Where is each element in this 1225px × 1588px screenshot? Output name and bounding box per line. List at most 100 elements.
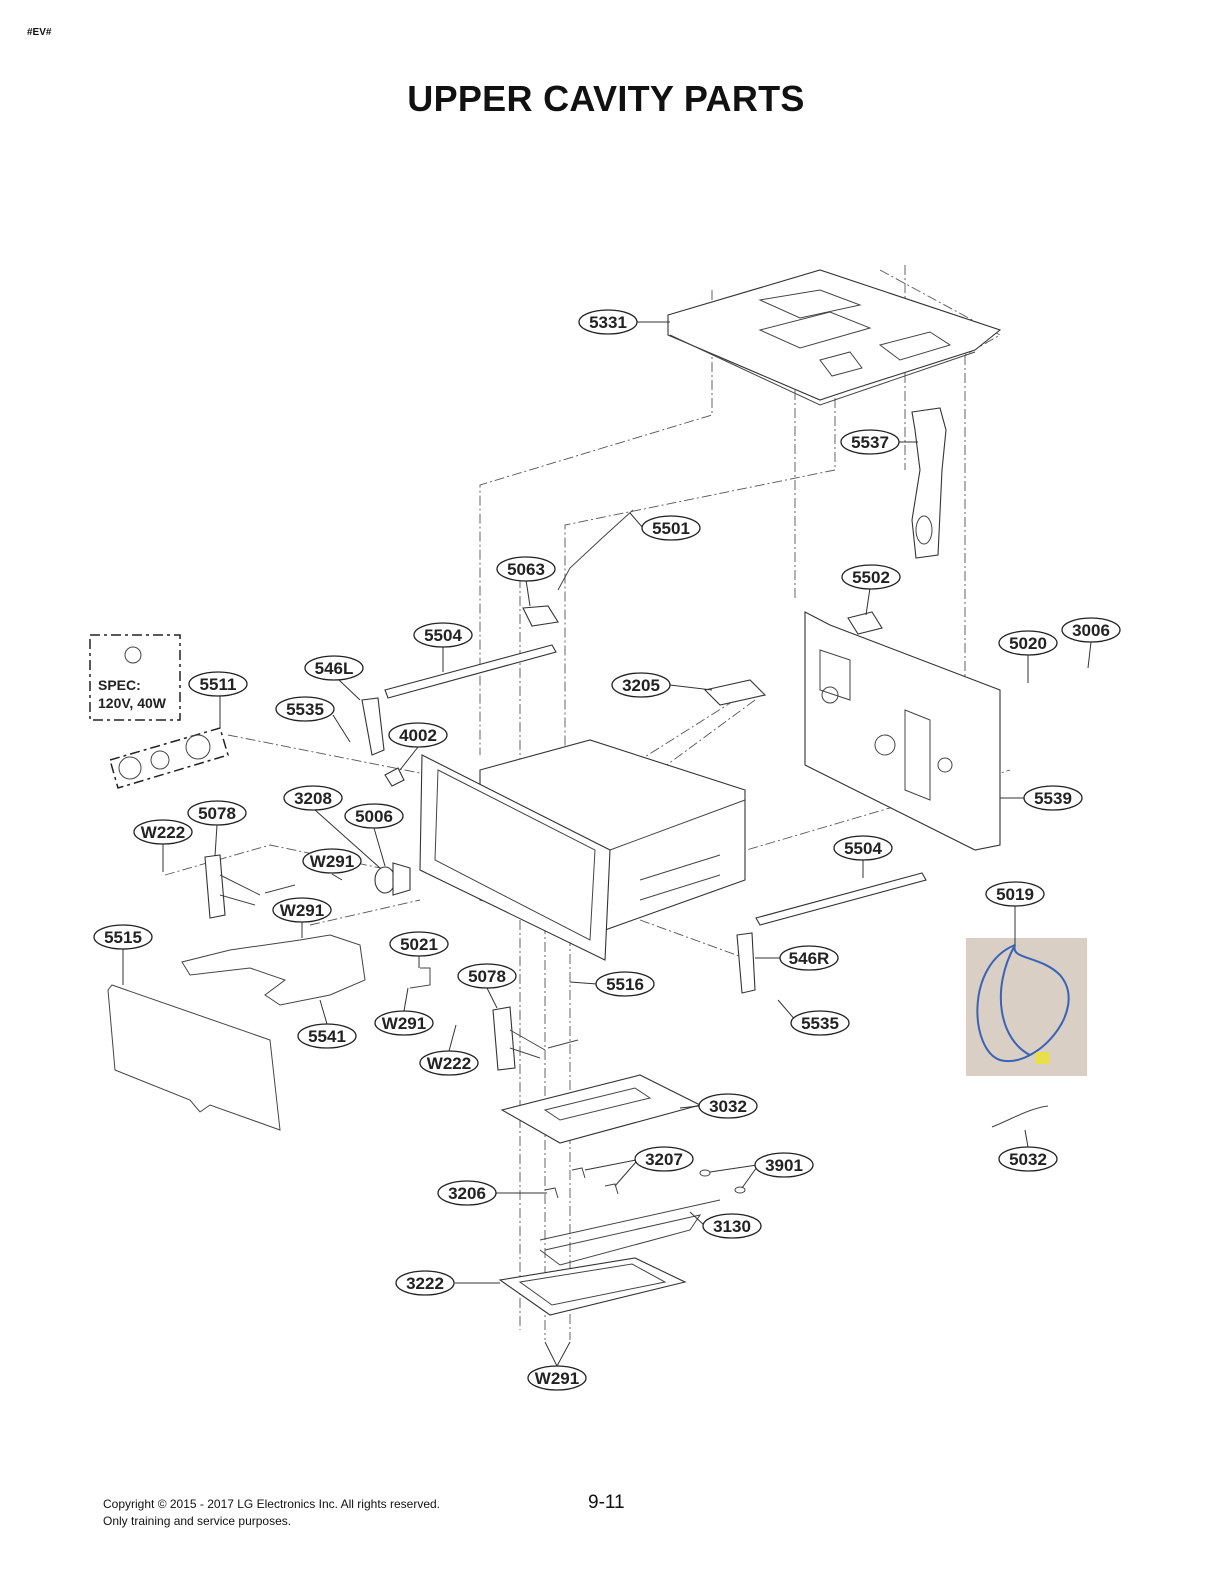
svg-text:5541: 5541 [308, 1027, 346, 1046]
oven-cavity-part [419, 739, 746, 961]
wire-harness-photo [966, 938, 1087, 1076]
svg-text:5063: 5063 [507, 560, 545, 579]
callout-3130: 3130 [702, 1213, 762, 1239]
lamp-spec-box: SPEC: 120V, 40W [89, 634, 181, 721]
door-hinge-right-part [492, 1006, 579, 1071]
callout-546R: 546R [779, 945, 839, 971]
svg-text:3130: 3130 [713, 1217, 751, 1236]
svg-text:3222: 3222 [406, 1274, 444, 1293]
callout-5006: 5006 [344, 803, 404, 829]
callout-5504-lower: 5504 [833, 835, 893, 861]
lamp-socket-part [374, 862, 411, 896]
clip-part [544, 1167, 619, 1199]
callout-3208: 3208 [283, 785, 343, 811]
svg-text:3901: 3901 [765, 1156, 803, 1175]
callout-5539: 5539 [1023, 785, 1083, 811]
svg-text:5504: 5504 [844, 839, 882, 858]
copyright-notice: Copyright © 2015 - 2017 LG Electronics I… [103, 1496, 440, 1530]
wire-5032-part [991, 1105, 1049, 1128]
callout-3006: 3006 [1061, 617, 1121, 643]
document-tag: #EV# [27, 27, 52, 38]
assembly-guide-lines [164, 265, 1011, 1340]
callout-5331: 5331 [578, 309, 638, 335]
callout-5511: 5511 [188, 671, 248, 697]
svg-text:W222: W222 [141, 823, 185, 842]
svg-text:5502: 5502 [852, 568, 890, 587]
back-panel-part [804, 611, 1001, 851]
page-title: UPPER CAVITY PARTS [407, 78, 805, 119]
callout-5535-left: 5535 [275, 696, 335, 722]
callout-W222-right: W222 [419, 1050, 479, 1076]
svg-text:5535: 5535 [801, 1014, 839, 1033]
svg-text:5078: 5078 [468, 967, 506, 986]
page-number: 9-11 [588, 1492, 625, 1513]
callout-3206: 3206 [437, 1180, 497, 1206]
washer-part [699, 1169, 711, 1177]
svg-text:5515: 5515 [104, 928, 142, 947]
probe-part [409, 967, 431, 989]
callout-5078-right: 5078 [457, 963, 517, 989]
callout-5020: 5020 [998, 630, 1058, 656]
callout-5504-upper: 5504 [413, 622, 473, 648]
callout-5541: 5541 [297, 1023, 357, 1049]
svg-text:3207: 3207 [645, 1150, 683, 1169]
callout-W291-b: W291 [272, 897, 332, 923]
callout-labels: 5331 5537 5501 5063 5502 5504 546L 5511 … [93, 309, 1121, 1391]
svg-text:5021: 5021 [400, 935, 438, 954]
svg-text:3208: 3208 [294, 789, 332, 808]
callout-5515: 5515 [93, 924, 153, 950]
callout-W222-left: W222 [133, 819, 193, 845]
svg-text:5504: 5504 [424, 626, 462, 645]
svg-text:W222: W222 [427, 1054, 471, 1073]
callout-5502: 5502 [841, 564, 901, 590]
door-gasket-part [107, 984, 281, 1131]
callout-3205: 3205 [611, 672, 671, 698]
callout-5021: 5021 [389, 931, 449, 957]
duct-part [911, 407, 947, 559]
svg-text:5539: 5539 [1034, 789, 1072, 808]
tray-part [498, 1257, 687, 1316]
callout-5032: 5032 [998, 1146, 1058, 1172]
lamp-assembly-part [109, 727, 229, 789]
switch-part [847, 611, 883, 635]
broil-element-part [181, 934, 366, 1006]
callout-3222: 3222 [395, 1270, 455, 1296]
callout-W291-a: W291 [302, 848, 362, 874]
copyright-line-2: Only training and service purposes. [103, 1514, 292, 1528]
wire-part [557, 509, 634, 591]
sensor-part [384, 767, 405, 787]
callout-3032: 3032 [698, 1093, 758, 1119]
svg-text:W291: W291 [535, 1369, 579, 1388]
callout-3901: 3901 [754, 1152, 814, 1178]
callout-5535-right: 5535 [790, 1010, 850, 1036]
svg-text:5019: 5019 [996, 885, 1034, 904]
callout-5019: 5019 [985, 881, 1045, 907]
callout-5063: 5063 [496, 556, 556, 582]
bake-element-part [539, 1199, 721, 1266]
svg-text:5511: 5511 [200, 675, 237, 694]
svg-text:3206: 3206 [448, 1184, 486, 1203]
copyright-line-1: Copyright © 2015 - 2017 LG Electronics I… [103, 1497, 441, 1511]
svg-text:5020: 5020 [1009, 634, 1047, 653]
top-plate-part [667, 269, 1002, 406]
svg-text:3032: 3032 [709, 1097, 747, 1116]
svg-text:546L: 546L [315, 659, 354, 678]
callout-5501: 5501 [641, 515, 701, 541]
svg-text:5006: 5006 [355, 807, 393, 826]
svg-text:W291: W291 [280, 901, 324, 920]
svg-text:5032: 5032 [1009, 1150, 1047, 1169]
hinge-left-part [361, 697, 385, 756]
leader-lines [122, 321, 1092, 1367]
callout-5537: 5537 [840, 429, 900, 455]
callout-5516: 5516 [595, 971, 655, 997]
spec-value: 120V, 40W [98, 695, 167, 711]
bottom-cover-part [500, 1074, 702, 1144]
callout-4002: 4002 [388, 722, 448, 748]
svg-text:3205: 3205 [622, 676, 660, 695]
svg-text:5537: 5537 [851, 433, 889, 452]
svg-text:W291: W291 [382, 1014, 426, 1033]
svg-text:546R: 546R [789, 949, 830, 968]
callout-3207: 3207 [634, 1146, 694, 1172]
rail-lower-part [755, 872, 927, 926]
